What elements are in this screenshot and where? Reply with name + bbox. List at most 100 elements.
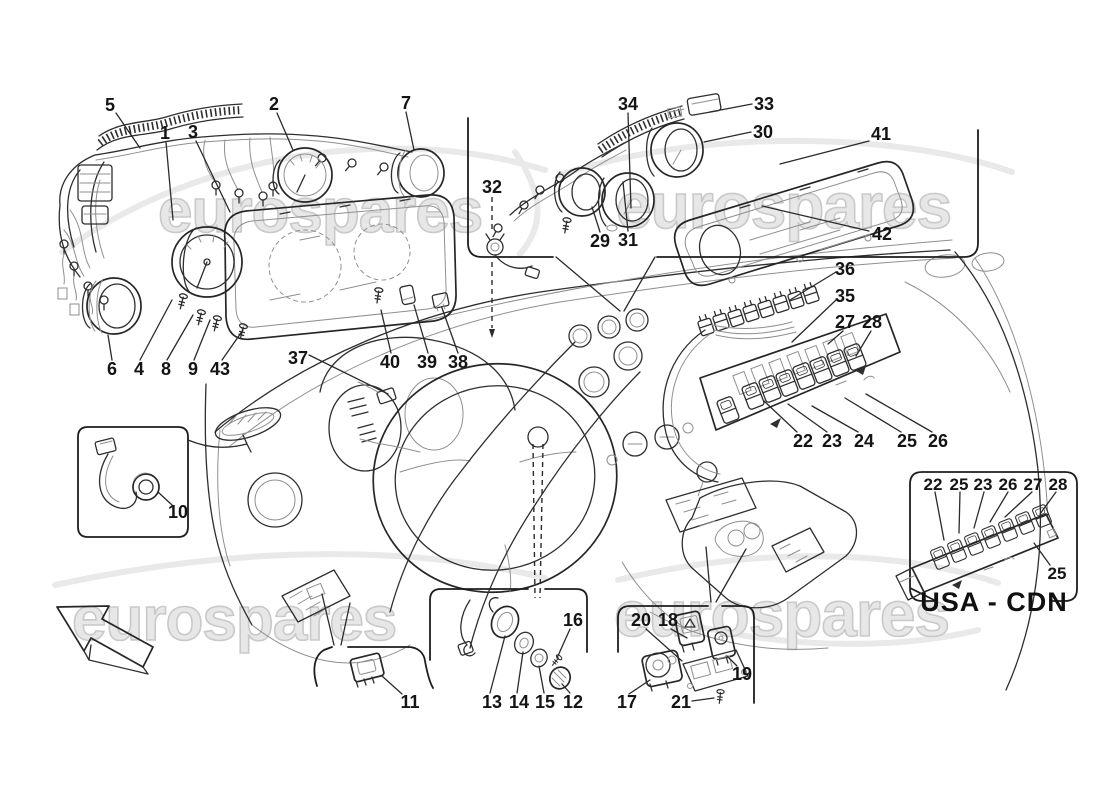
- usa-cdn-callout-28: 28: [1049, 475, 1068, 494]
- dash-speaker: [247, 472, 303, 528]
- part-callout-12: 12: [563, 692, 583, 712]
- centre-console: [606, 422, 858, 650]
- inset-parts-12-16: [429, 588, 588, 690]
- part-callout-26: 26: [928, 431, 948, 451]
- dash-right-side: [904, 251, 1049, 691]
- part-callout-14: 14: [509, 692, 529, 712]
- part-callout-27: 27: [835, 312, 855, 332]
- steering-wheel-drawing: [359, 341, 641, 649]
- part-callout-43: 43: [210, 359, 230, 379]
- watermark-layer: eurospares eurospares eurospares eurospa…: [52, 137, 1015, 655]
- part-callout-36: 36: [835, 259, 855, 279]
- part-callout-2: 2: [269, 94, 279, 114]
- usa-cdn-callout-26: 26: [999, 475, 1018, 494]
- gear-knob: [696, 461, 718, 483]
- part-callout-3: 3: [188, 122, 198, 142]
- inset-parts-17-21: [617, 605, 755, 705]
- screw-21: [715, 688, 725, 705]
- part-callout-30: 30: [753, 122, 773, 142]
- part-callout-39: 39: [417, 352, 437, 372]
- part-callout-22: 22: [793, 431, 813, 451]
- direction-arrow: [56, 605, 154, 675]
- leader-arrowhead: [489, 329, 495, 338]
- corrugated-tube: [597, 108, 684, 154]
- part-callout-9: 9: [188, 359, 198, 379]
- gauge-2: [272, 147, 333, 203]
- part-callout-25: 25: [897, 431, 917, 451]
- mounting-frame-20: [682, 649, 749, 692]
- part-callout-34: 34: [618, 94, 638, 114]
- part-callout-23: 23: [822, 431, 842, 451]
- dash-vent-left: [214, 407, 282, 441]
- part-callout-33: 33: [754, 94, 774, 114]
- part-callout-29: 29: [590, 231, 610, 251]
- nut-15: [530, 648, 548, 668]
- switch-arrow-icon: [952, 580, 962, 589]
- instrument-cluster-housing: [223, 194, 457, 341]
- inset-part-11: [313, 646, 434, 689]
- mirror-switch-17: [641, 649, 683, 692]
- part-callout-11: 11: [400, 692, 419, 712]
- part-callout-6: 6: [107, 359, 117, 379]
- part-callout-32: 32: [482, 177, 502, 197]
- dimmer-plate: [281, 569, 351, 623]
- watermark-swoosh: [697, 624, 981, 647]
- part-callout-24: 24: [854, 431, 874, 451]
- part-callout-8: 8: [161, 359, 171, 379]
- watermark-swoosh: [557, 137, 1015, 178]
- part-callout-31: 31: [618, 230, 638, 250]
- instrument-binnacle: [319, 336, 516, 472]
- usa-cdn-callout-25: 25: [950, 475, 969, 494]
- part-callout-20: 20: [631, 610, 651, 630]
- part-callout-37: 37: [288, 348, 308, 368]
- connector-33: [686, 93, 722, 116]
- leader-lines: [107, 103, 1057, 702]
- switch-bank-exploded: [662, 280, 901, 483]
- gauge-pod-29: [553, 167, 606, 217]
- watermark-swoosh: [512, 149, 541, 257]
- part-callout-15: 15: [535, 692, 555, 712]
- part-callout-4: 4: [134, 359, 144, 379]
- part-callout-35: 35: [835, 286, 855, 306]
- sensor-10-drawing: [94, 437, 160, 509]
- small-parts-37-40: [357, 284, 450, 405]
- watermark-swoosh: [52, 551, 548, 588]
- usa-cdn-callout-22: 22: [924, 475, 943, 494]
- part-callout-40: 40: [380, 352, 400, 372]
- switch-13-drawing: [457, 597, 520, 657]
- sensor-32: [485, 233, 541, 280]
- watermark-swoosh: [615, 553, 1001, 586]
- gauge-pod-6: [81, 277, 142, 335]
- dash-vents-centre: [568, 308, 649, 398]
- part-callout-28: 28: [862, 312, 882, 332]
- gauge-1: [171, 226, 243, 298]
- cluster-assembly-left: [57, 103, 457, 405]
- frame-top-right-box: [467, 117, 979, 258]
- usa-cdn-switch-bank: [895, 503, 1059, 601]
- part-callout-1: 1: [160, 123, 170, 143]
- switch-arrow-icon: [770, 418, 781, 428]
- part-callout-18: 18: [658, 610, 678, 630]
- part-callout-10: 10: [168, 502, 188, 522]
- part-callout-42: 42: [872, 224, 892, 244]
- part-callout-5: 5: [105, 95, 115, 115]
- part-callout-21: 21: [671, 692, 691, 712]
- watermark-text: eurospares: [616, 170, 951, 242]
- switch-11-drawing: [349, 652, 385, 688]
- part-callout-16: 16: [563, 610, 583, 630]
- gear-gate: [665, 477, 757, 533]
- dashboard-drawing: [204, 239, 1049, 691]
- gauge-pod-30: [645, 122, 704, 178]
- cluster-cover-41-42: [673, 160, 915, 287]
- switch-arrow-icon: [856, 366, 866, 375]
- wiring-harness-left: [57, 154, 113, 316]
- usa-cdn-region-label: USA - CDN: [920, 587, 1068, 617]
- part-callout-41: 41: [871, 124, 891, 144]
- horn-button: [527, 426, 549, 448]
- usa-cdn-callout-27: 27: [1024, 475, 1043, 494]
- watermark-text: eurospares: [614, 578, 949, 650]
